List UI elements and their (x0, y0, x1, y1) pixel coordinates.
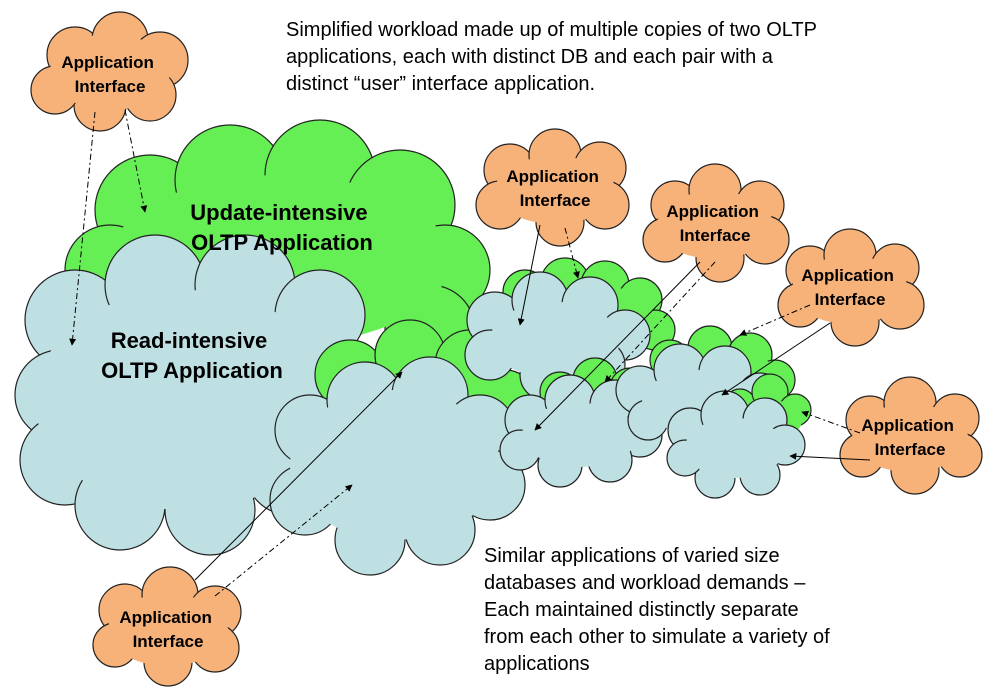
read-cloud-label-line2: OLTP Application (101, 358, 283, 383)
caption-bottom-line: Each maintained distinctly separate (484, 599, 799, 621)
interface-label-bottom-left: Application Interface (119, 608, 216, 651)
caption-top-line: applications, each with distinct DB and … (286, 46, 773, 68)
caption-bottom-line: Similar applications of varied size (484, 545, 780, 567)
interface-label-1: Application Interface (506, 167, 603, 210)
caption-top-line: Simplified workload made up of multiple … (286, 19, 817, 41)
caption-bottom-line: from each other to simulate a variety of (484, 626, 830, 648)
update-cloud-label-line2: OLTP Application (191, 230, 373, 255)
connector-arrows (69, 109, 871, 597)
caption-top-line: distinct “user” interface application. (286, 73, 596, 95)
medium-read-cloud (269, 356, 526, 576)
interface-cloud-2 (642, 163, 790, 283)
interface-cloud-3 (777, 228, 925, 347)
arrow-iface4-to-read4 (789, 452, 871, 461)
caption-bottom-line: databases and workload demands – (484, 572, 806, 594)
interface-label-line1: Application (801, 266, 894, 285)
interface-label-3: Application Interface (801, 266, 898, 309)
arrow-top-left-to-read (69, 111, 96, 346)
interface-cloud-1 (475, 128, 630, 247)
arrow-iface2-to-update2 (604, 261, 716, 383)
update-cloud-label-line1: Update-intensive (190, 200, 367, 225)
read-cloud-label-line1: Read-intensive (111, 328, 268, 353)
interface-label-line2: Interface (875, 440, 946, 459)
arrow-bottom-left-to-read (214, 484, 353, 597)
caption-bottom-line: applications (484, 653, 590, 675)
arrow-iface3-to-update3 (739, 304, 811, 336)
interface-label-line2: Interface (75, 77, 146, 96)
interface-label-line2: Interface (680, 226, 751, 245)
arrow-iface4-to-update4 (801, 410, 861, 434)
read-cloud-label: Read-intensive OLTP Application (101, 328, 283, 383)
arrow-top-left-to-update (124, 109, 148, 213)
interface-label-line1: Application (506, 167, 599, 186)
interface-cloud-4 (839, 376, 983, 495)
caption-bottom: Similar applications of varied size data… (484, 543, 830, 678)
interface-label-4: Application Interface (861, 416, 958, 459)
interface-label-line2: Interface (133, 632, 204, 651)
interface-cloud-bottom-left (92, 566, 242, 687)
arrow-iface3-to-read3 (721, 322, 831, 396)
interface-label-line2: Interface (520, 191, 591, 210)
arrow-iface2-to-read2 (534, 261, 701, 431)
interface-label-top-left: Application Interface (61, 53, 158, 96)
arrow-iface1-to-read1 (517, 224, 541, 326)
interface-label-line1: Application (119, 608, 212, 627)
small-read-cloud-4 (666, 390, 806, 499)
interface-label-2: Application Interface (666, 202, 763, 245)
interface-label-line2: Interface (815, 290, 886, 309)
arrow-iface1-to-update1 (564, 227, 580, 279)
interface-label-line1: Application (61, 53, 154, 72)
caption-top: Simplified workload made up of multiple … (286, 17, 817, 98)
interface-cloud-top-left (30, 11, 189, 132)
interface-label-line1: Application (666, 202, 759, 221)
update-cloud-label: Update-intensive OLTP Application (190, 200, 373, 255)
interface-label-line1: Application (861, 416, 954, 435)
arrow-bottom-left-to-update (194, 371, 403, 581)
